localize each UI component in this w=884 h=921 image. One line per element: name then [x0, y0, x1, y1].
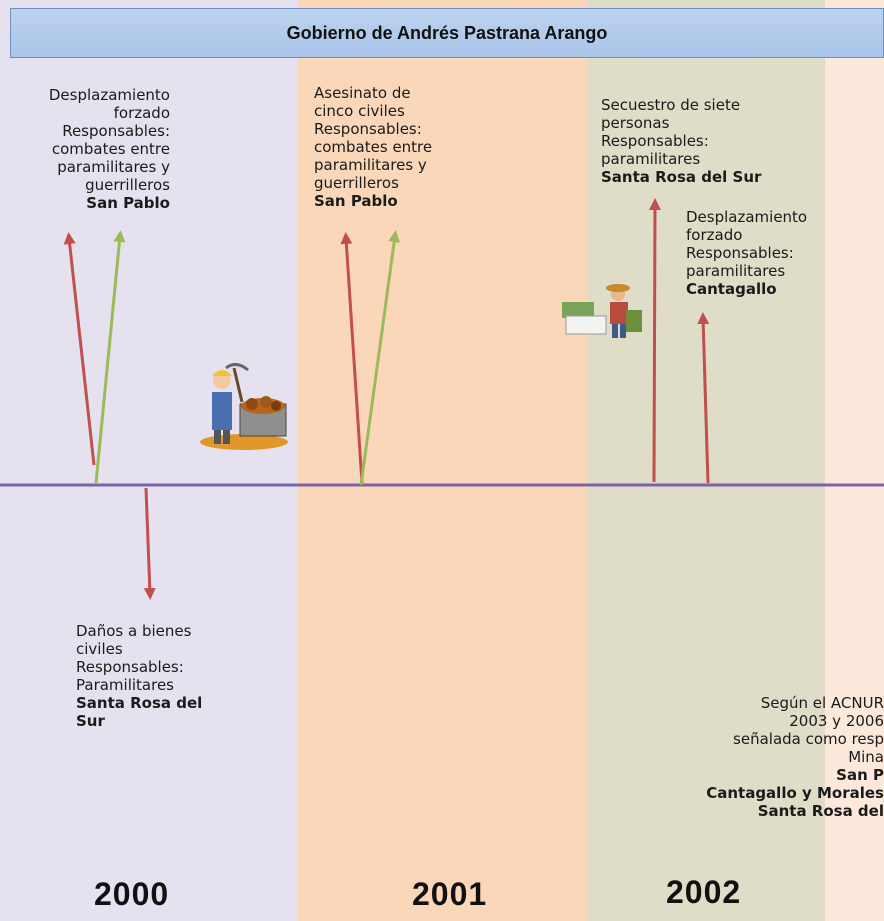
- event-2002-a: Secuestro de siete personas Responsables…: [601, 96, 761, 186]
- band-2000: [0, 0, 298, 921]
- event-2001-up-line: combates entre: [314, 138, 433, 156]
- event-2001-up: Asesinato de cinco civiles Responsables:…: [314, 84, 432, 210]
- band-2003: [825, 0, 884, 921]
- event-2002-b-line: Responsables:: [686, 244, 794, 262]
- event-2000-down-line: civiles: [76, 640, 123, 658]
- event-2001-up-place: San Pablo: [314, 192, 398, 210]
- event-2001-up-line: Asesinato de: [314, 84, 411, 102]
- arrow-2000-down: [143, 487, 156, 600]
- event-2002-a-line: Responsables:: [601, 132, 709, 150]
- arrow-2002-a: [648, 198, 661, 483]
- event-2000-up-line: forzado: [113, 104, 170, 122]
- header-title: Gobierno de Andrés Pastrana Arango: [10, 8, 884, 58]
- event-2002-b-line: paramilitares: [686, 262, 786, 280]
- arrow-2002-b: [697, 312, 710, 484]
- note-line: 2003 y 2006: [789, 712, 884, 730]
- event-2002-a-line: Secuestro de siete: [601, 96, 741, 114]
- event-2002-b: Desplazamiento forzado Responsables: par…: [686, 208, 807, 298]
- event-2001-up-line: Responsables:: [314, 120, 422, 138]
- event-2000-down-line: Daños a bienes: [76, 622, 192, 640]
- year-label: 2001: [412, 876, 488, 912]
- event-2000-up-line: paramilitares y: [57, 158, 170, 176]
- event-2002-a-place: Santa Rosa del Sur: [601, 168, 762, 186]
- note-line: señalada como resp: [733, 730, 884, 748]
- event-2002-b-line: forzado: [686, 226, 743, 244]
- arrow-2000-red: [63, 232, 96, 466]
- note-place: Santa Rosa del: [757, 802, 884, 820]
- event-2000-up-line: combates entre: [51, 140, 170, 158]
- miner-icon: [200, 363, 288, 450]
- year-label: 2002: [666, 874, 742, 910]
- note-place: San P: [836, 766, 884, 784]
- event-2000-up: Desplazamiento forzado Responsables: com…: [10, 86, 170, 212]
- event-2000-down-place: Santa Rosa del: [76, 694, 203, 712]
- band-2001: [298, 0, 587, 921]
- farmer-icon: [562, 284, 642, 338]
- note-line: Mina: [848, 748, 884, 766]
- event-2000-down: Daños a bienes civiles Responsables: Par…: [76, 622, 202, 730]
- event-2000-down-line: Paramilitares: [76, 676, 174, 694]
- event-2000-up-place: San Pablo: [86, 194, 170, 212]
- event-2002-b-place: Cantagallo: [686, 280, 777, 298]
- event-2000-up-line: Responsables:: [62, 122, 170, 140]
- event-2000-down-place: Sur: [76, 712, 105, 730]
- event-2002-b-line: Desplazamiento: [686, 208, 808, 226]
- note-place: Cantagallo y Morales: [706, 784, 884, 802]
- event-2000-up-line: guerrilleros: [85, 176, 170, 194]
- arrow-2001-red: [340, 232, 364, 484]
- arrow-2001-green: [359, 230, 401, 486]
- event-2001-up-line: guerrilleros: [314, 174, 399, 192]
- event-2000-up-line: Desplazamiento: [48, 86, 170, 104]
- event-2001-up-line: paramilitares y: [314, 156, 427, 174]
- event-2002-a-line: personas: [601, 114, 670, 132]
- event-2001-up-line: cinco civiles: [314, 102, 405, 120]
- event-2002-a-line: paramilitares: [601, 150, 701, 168]
- event-2003-note: Según el ACNUR 2003 y 2006 señalada como…: [640, 694, 884, 820]
- arrow-2000-green: [94, 230, 126, 484]
- event-2000-down-line: Responsables:: [76, 658, 184, 676]
- year-label: 2000: [94, 876, 170, 912]
- note-line: Según el ACNUR: [760, 694, 884, 712]
